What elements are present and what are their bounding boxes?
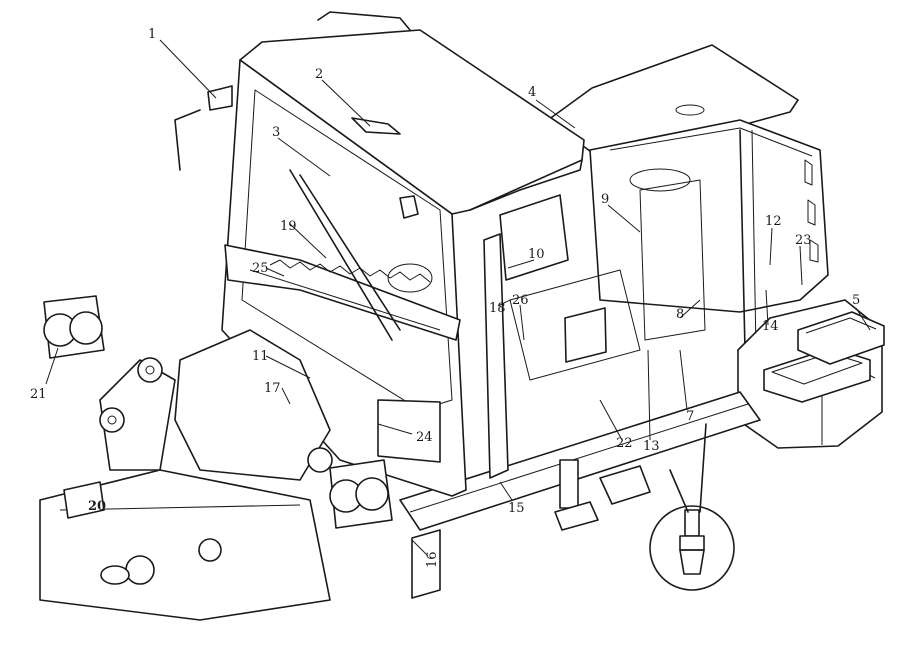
callout-labels: 1 2 3 4 5 7 8 9 10 11 12 13 14 15 16 17 … [30, 27, 860, 568]
leader-lines [45, 39, 871, 557]
callout-10: 10 [528, 247, 545, 262]
callout-9: 9 [601, 192, 609, 207]
battery-box [763, 311, 885, 403]
callout-4: 4 [528, 85, 536, 100]
callout-1: 1 [148, 27, 156, 42]
callout-26: 26 [512, 293, 529, 308]
callout-12: 12 [765, 214, 782, 229]
sensor-detail-inset [649, 423, 735, 591]
engine-hood [547, 44, 829, 351]
callout-19: 19 [280, 219, 297, 234]
callout-13: 13 [643, 439, 660, 454]
callout-15: 15 [508, 501, 525, 516]
callout-23: 23 [795, 233, 812, 248]
callout-20: 20 [88, 499, 106, 514]
callout-24: 24 [416, 430, 433, 445]
callout-14: 14 [762, 319, 779, 334]
callout-21: 21 [30, 387, 47, 402]
callout-7: 7 [686, 409, 694, 424]
callout-3: 3 [272, 125, 280, 140]
work-light-right [329, 459, 441, 599]
callout-5: 5 [852, 293, 860, 308]
callout-2: 2 [315, 67, 323, 82]
callout-18: 18 [489, 301, 506, 316]
callout-22: 22 [616, 436, 633, 451]
callout-11: 11 [252, 349, 269, 364]
callout-25: 25 [252, 261, 269, 276]
frame-rail [399, 391, 761, 531]
callout-17: 17 [264, 381, 281, 396]
loader-boom [39, 329, 333, 621]
callout-8: 8 [676, 307, 684, 322]
work-light-left [43, 295, 105, 359]
callout-16: 16 [425, 551, 440, 568]
